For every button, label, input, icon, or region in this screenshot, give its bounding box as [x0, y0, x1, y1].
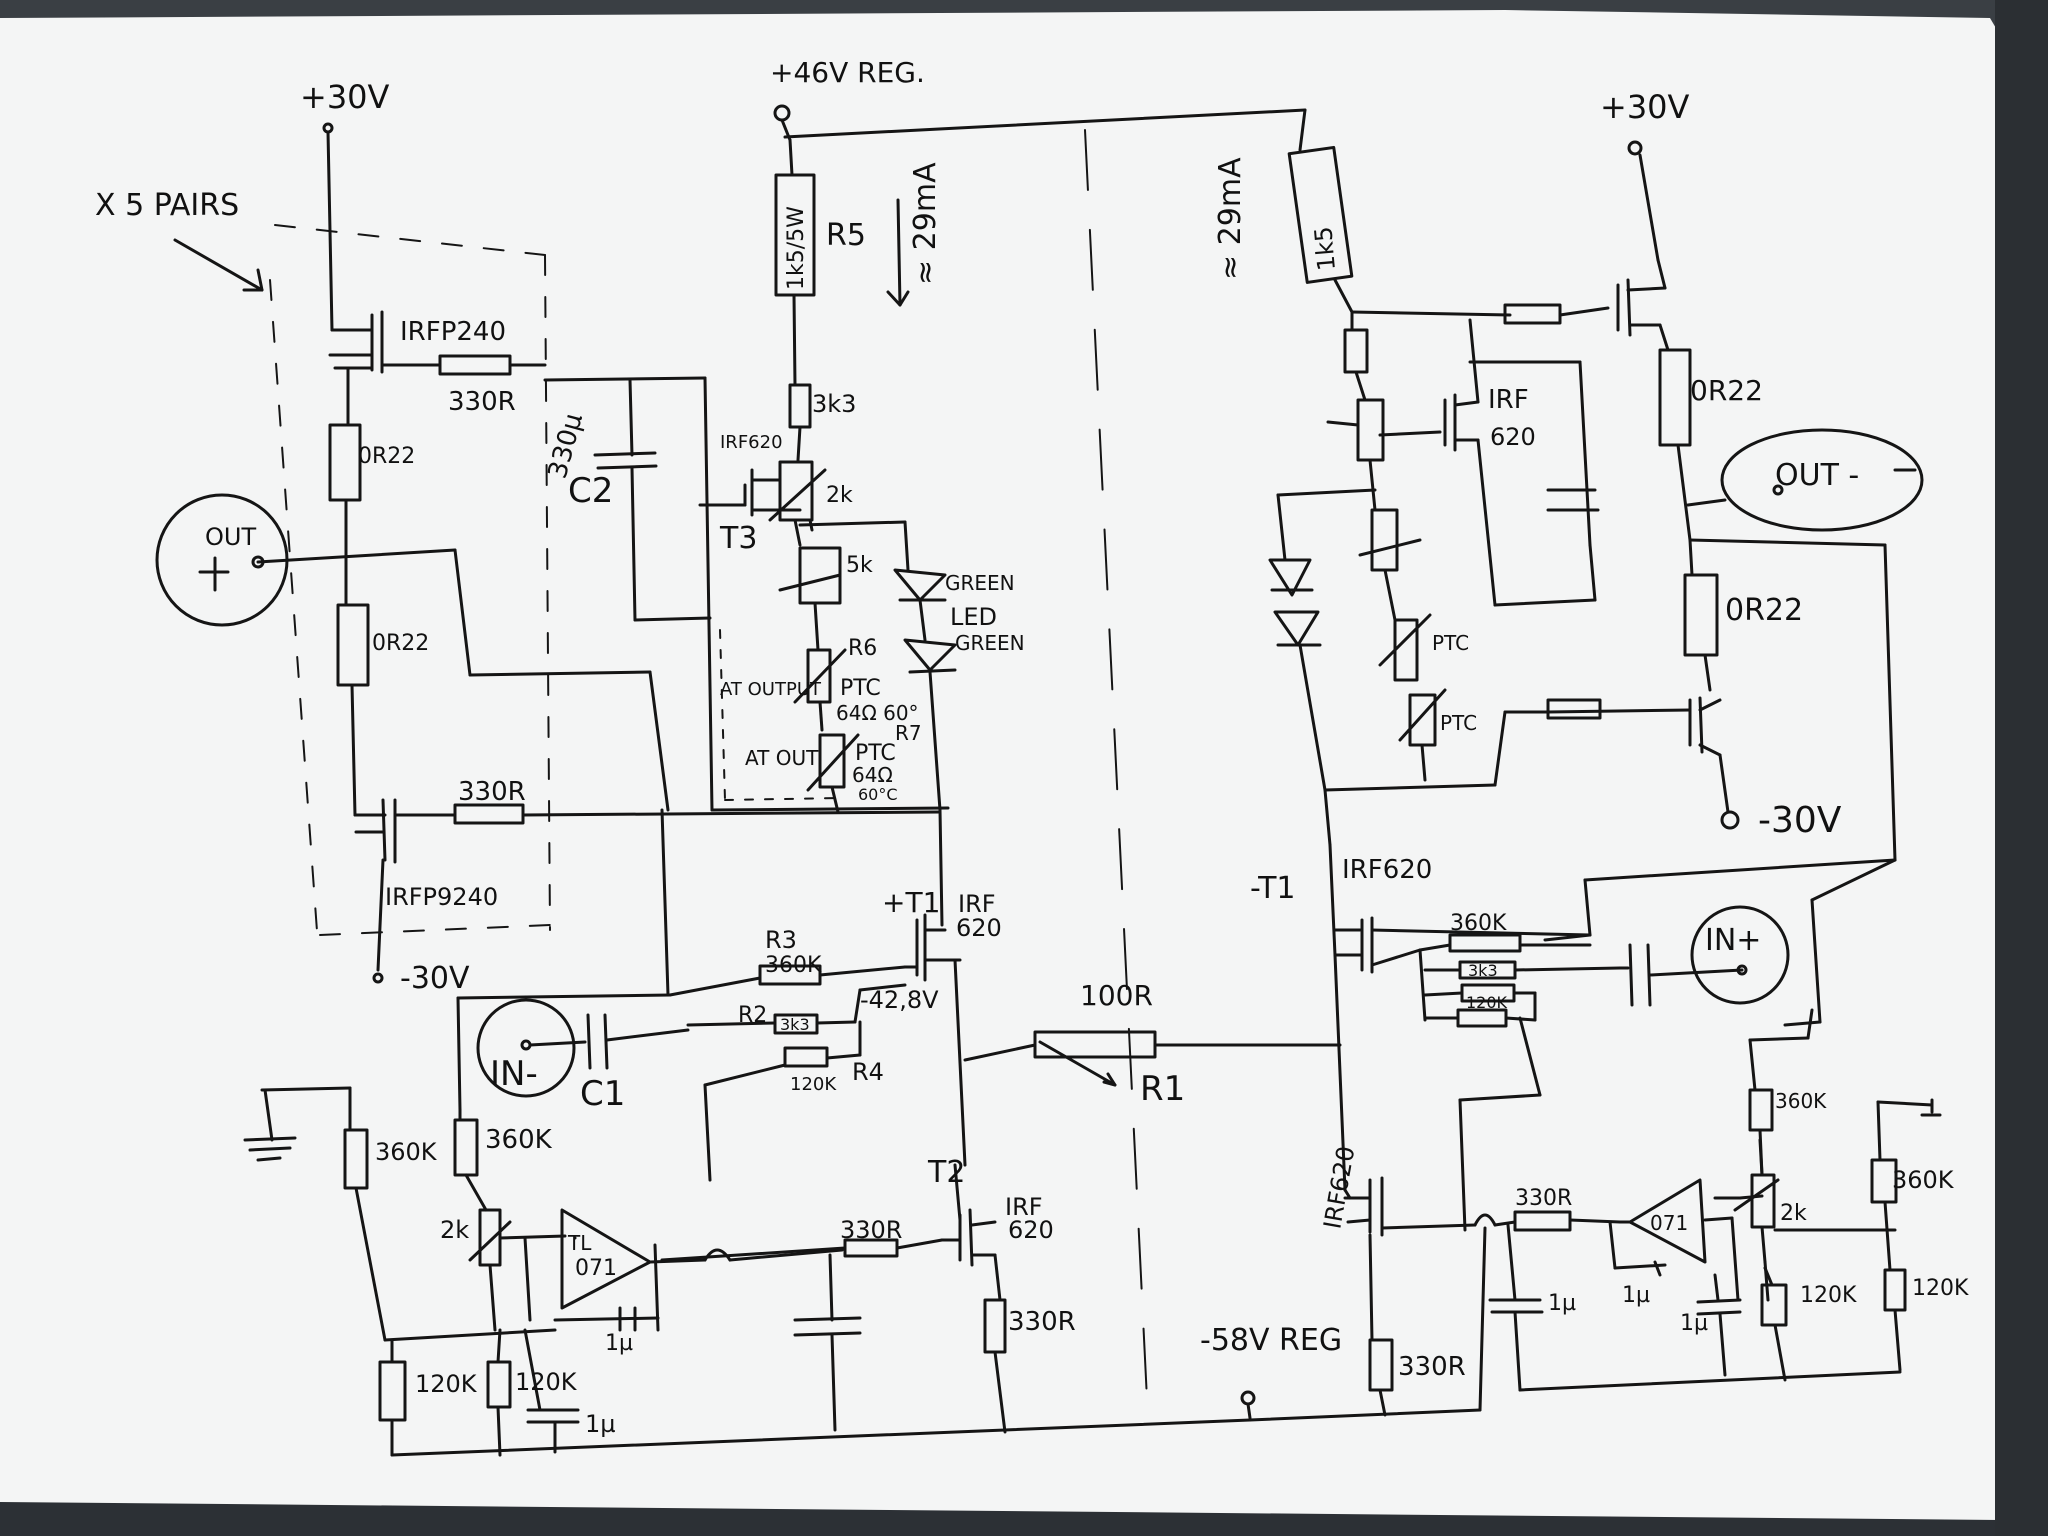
in-plus-connector-label: IN+	[1705, 923, 1761, 958]
r3-value-label: 360K	[765, 953, 822, 978]
ptc2-c-label: 60°C	[858, 785, 898, 804]
t2-part-a-label: IRF	[1005, 1193, 1043, 1221]
ptc2-a-label: PTC	[855, 741, 896, 766]
r6-label: R6	[848, 636, 877, 661]
r2-value-label: 3k3	[780, 1015, 810, 1034]
voltage-42v8-label: -42,8V	[860, 986, 939, 1014]
r7-label: R7	[895, 721, 922, 745]
right-output-stage	[1240, 140, 1942, 1422]
in-minus-connector-label: IN-	[490, 1054, 538, 1094]
r-0r22-top-right-label: 0R22	[1690, 374, 1763, 407]
t1-part-a-label: IRF	[958, 890, 996, 918]
supply-30v-left-label: +30V	[300, 78, 390, 116]
left-bias-stage	[390, 104, 1307, 1457]
r-330r-t2-label: 330R	[840, 1216, 902, 1244]
r-120k-right-label: 120K	[1466, 993, 1508, 1012]
t3-part-label: IRF620	[720, 432, 783, 453]
supply-46v-label: +46V REG.	[770, 56, 925, 89]
middle-r1	[963, 129, 1342, 1421]
r-360k-right-label: 360K	[1450, 911, 1507, 936]
green-led-label: GREEN	[945, 571, 1015, 595]
r-330r-right-a-label: 330R	[1515, 1186, 1572, 1211]
desk-strip	[1995, 0, 2048, 1536]
led-label: LED	[950, 603, 997, 631]
r-source-bottom-label: 0R22	[372, 631, 429, 656]
r5-value-label: 1k5/5W	[784, 206, 809, 290]
c-1u-right-b-label: 1µ	[1622, 1283, 1650, 1308]
opamp-right-label: 071	[1650, 1211, 1688, 1235]
t-mid-a-label: IRF	[1488, 385, 1529, 415]
r2-label: R2	[738, 1003, 767, 1028]
pot-2k-right-label: 2k	[1780, 1201, 1807, 1226]
r-330r-src-label: 330R	[1008, 1307, 1076, 1337]
r3-label: R3	[765, 926, 797, 954]
out-left-connector-label: OUT	[205, 523, 256, 551]
r-360k-b-label: 360K	[485, 1125, 553, 1155]
r-1k5-right-label: 1k5	[1309, 225, 1341, 272]
at-out-label: AT OUT	[745, 746, 819, 770]
pot-2k-label: 2k	[826, 483, 853, 508]
t1-plus-label: +T1	[882, 886, 940, 919]
r-0r22-bot-right-label: 0R22	[1725, 593, 1803, 628]
r-gate-bottom-label: 330R	[458, 777, 526, 807]
c-1u-b-label: 1µ	[585, 1410, 616, 1438]
ptc-right-b-label: PTC	[1440, 711, 1477, 735]
r5-label: R5	[826, 218, 866, 253]
ptc-right-a-label: PTC	[1432, 631, 1469, 655]
at-output-label: AT OUTPUT	[720, 679, 822, 700]
pot-5k-label: 5k	[846, 553, 873, 578]
r-330r-right-b-label: 330R	[1398, 1352, 1466, 1382]
r-120k-a-label: 120K	[415, 1370, 478, 1398]
current-right-annotation: ≈ 29mA	[1213, 157, 1248, 280]
supply-30v-right-label: +30V	[1600, 88, 1690, 126]
r-3k3-label: 3k3	[812, 390, 856, 418]
pot-2k-b-label: 2k	[440, 1216, 469, 1244]
left-dc-servo	[243, 1086, 844, 1457]
c-1u-a-label: 1µ	[605, 1331, 633, 1356]
r-120k-right-a-label: 120K	[1800, 1283, 1857, 1308]
labels-group: +46V REG. +30V +30V -30V -30V -58V REG X…	[95, 56, 1969, 1438]
r4-value-label: 120K	[790, 1074, 837, 1095]
r-120k-right-b-label: 120K	[1912, 1276, 1969, 1301]
out-right-connector-label: OUT -	[1775, 458, 1859, 493]
c-1u-right-a-label: 1µ	[1548, 1291, 1576, 1316]
t1-right-part-label: IRF620	[1342, 855, 1432, 885]
c2-label: C2	[568, 471, 613, 511]
r1-value-label: 100R	[1080, 979, 1153, 1012]
t2-part-b-label: 620	[1008, 1216, 1054, 1244]
t3-label: T3	[719, 521, 757, 556]
supply-neg30v-left-label: -30V	[400, 961, 470, 996]
t-mid-b-label: 620	[1490, 423, 1536, 451]
r-source-top-label: 0R22	[358, 444, 415, 469]
r4-label: R4	[852, 1058, 884, 1086]
r-gate-top-label: 330R	[448, 387, 516, 417]
x5-pairs-annotation: X 5 PAIRS	[95, 188, 239, 223]
t2-label: T2	[927, 1155, 965, 1190]
t1-part-b-label: 620	[956, 914, 1002, 942]
paper-background	[0, 10, 2000, 1520]
supply-neg58v-label: -58V REG	[1200, 1323, 1342, 1358]
r-360k-right-a-label: 360K	[1775, 1089, 1827, 1113]
r-120k-b-label: 120K	[515, 1368, 578, 1396]
ptc1-b-label: 64Ω 60°	[836, 701, 919, 725]
r1-label: R1	[1140, 1069, 1185, 1109]
green-led2-label: GREEN	[955, 631, 1025, 655]
q-irfp9240-label: IRFP9240	[385, 883, 498, 911]
r-360k-right-b-label: 360K	[1892, 1166, 1955, 1194]
left-output-stage	[155, 122, 942, 984]
ptc2-b-label: 64Ω	[852, 763, 893, 787]
c-1u-right-c-label: 1µ	[1680, 1311, 1708, 1336]
r-3k3-right-label: 3k3	[1468, 961, 1498, 980]
q-irfp240-label: IRFP240	[400, 317, 506, 347]
c1-label: C1	[580, 1074, 625, 1114]
opamp-071-label: 071	[575, 1256, 617, 1281]
current-left-annotation: ≈ 29mA	[908, 162, 943, 285]
r-360k-a-label: 360K	[375, 1138, 438, 1166]
ptc1-a-label: PTC	[840, 676, 881, 701]
supply-neg30v-right-label: -30V	[1758, 800, 1842, 841]
t1-minus-label: -T1	[1250, 871, 1295, 906]
opamp-tl-label: TL	[567, 1231, 592, 1255]
